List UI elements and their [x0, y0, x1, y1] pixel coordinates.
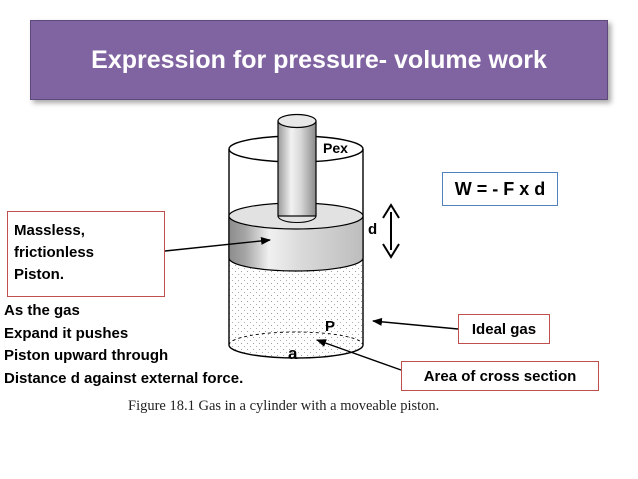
- page-title: Expression for pressure- volume work: [91, 45, 547, 74]
- area-callout: Area of cross section: [401, 361, 599, 391]
- piston-callout-line: frictionless: [14, 244, 95, 261]
- figure-caption: Figure 18.1 Gas in a cylinder with a mov…: [128, 398, 440, 414]
- area-cross-section-label: Area of cross section: [423, 367, 577, 385]
- piston-pointer-arrow: [164, 236, 271, 252]
- piston-callout-line: Massless,: [14, 222, 85, 239]
- explanation-line: Piston upward through: [4, 347, 169, 364]
- title-banner: Expression for pressure- volume work: [30, 20, 608, 100]
- ideal-gas-pointer-arrow: [372, 317, 459, 330]
- area-label: a: [288, 344, 298, 363]
- explanation-line: Expand it pushes: [4, 324, 129, 342]
- explanation-line: Distance d against external force.: [4, 369, 244, 387]
- pressure-label: P: [325, 318, 336, 335]
- piston-callout: Massless, frictionless Piston.: [7, 211, 165, 297]
- ideal-gas-label: Ideal gas: [471, 320, 537, 338]
- work-formula: W = - F x d: [454, 178, 546, 199]
- piston-callout-line: Piston.: [14, 266, 65, 283]
- ideal-gas-callout: Ideal gas: [458, 314, 550, 344]
- explanation-line: As the gas: [4, 302, 80, 319]
- d-label: d: [368, 221, 378, 238]
- pex-label: Pex: [323, 140, 348, 156]
- displacement-arrow: [382, 203, 400, 259]
- gas-region: [229, 258, 363, 358]
- area-pointer-arrow: [316, 339, 402, 371]
- formula-box: W = - F x d: [442, 172, 558, 206]
- explanation-text: As the gas Expand it pushes Piston upwar…: [4, 300, 243, 390]
- piston-rod: [277, 113, 317, 223]
